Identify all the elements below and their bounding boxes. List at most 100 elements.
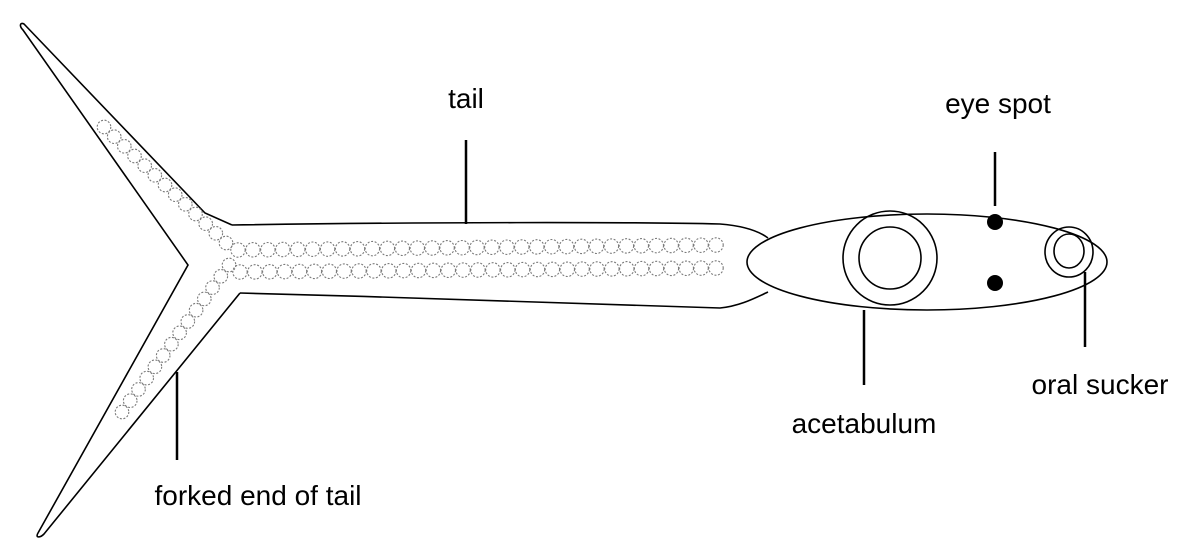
tail-granule xyxy=(306,263,323,280)
tail-granule xyxy=(499,239,515,255)
tail-fork-outline xyxy=(19,22,241,538)
tail-granule xyxy=(425,262,442,279)
tail-granule xyxy=(410,262,427,279)
eye-spot-label: eye spot xyxy=(945,88,1051,119)
tail-granule xyxy=(500,262,516,278)
tail-granule xyxy=(603,238,620,254)
furca-granule xyxy=(139,370,155,386)
furca-granule xyxy=(188,302,204,318)
tail-label: tail xyxy=(448,83,484,114)
tail-granule xyxy=(529,261,546,278)
tail-granule xyxy=(349,241,366,257)
tail-granule xyxy=(648,237,665,254)
furca-granule xyxy=(122,393,138,409)
tail-granule xyxy=(604,261,620,277)
tail-granule xyxy=(336,263,352,279)
furca-granule xyxy=(213,268,229,284)
tail-granule xyxy=(484,239,500,256)
acetabulum-inner xyxy=(858,226,922,290)
furca-granule xyxy=(137,158,153,174)
tail-granule xyxy=(573,238,590,255)
tail-granule xyxy=(708,237,724,253)
tail-granule xyxy=(619,261,635,277)
tail-granule xyxy=(618,238,635,254)
tail-granule xyxy=(559,261,576,278)
furca-granule xyxy=(164,336,179,352)
oral-sucker-label: oral sucker xyxy=(1032,369,1169,400)
tail-granule xyxy=(485,262,501,278)
furca-granule xyxy=(147,359,163,375)
tail-granule xyxy=(276,263,293,280)
furca-granule xyxy=(131,382,146,397)
acetabulum-label: acetabulum xyxy=(792,408,937,439)
tail-granule xyxy=(633,260,650,277)
tail-granule xyxy=(366,263,382,279)
furca-granule xyxy=(172,325,187,341)
tail-granule xyxy=(260,241,276,258)
tail-granule xyxy=(589,261,605,277)
furca-granule xyxy=(106,129,122,145)
tail-granule xyxy=(334,241,351,257)
oral-sucker-inner xyxy=(1053,233,1085,269)
furca-granule xyxy=(205,280,220,295)
tail-granule xyxy=(321,263,338,280)
cercaria-body xyxy=(746,213,1108,311)
tail-granule xyxy=(364,240,381,257)
tail-granules xyxy=(96,119,724,420)
tail-granule xyxy=(232,264,248,280)
tail-granule xyxy=(395,262,412,279)
eye-spot-lower xyxy=(987,275,1003,291)
tail-granule xyxy=(514,261,531,278)
furca-granule xyxy=(127,148,142,164)
furca-granule xyxy=(208,225,224,241)
tail-granule xyxy=(440,262,457,279)
tail-granule xyxy=(275,241,291,258)
furca-granule xyxy=(155,348,171,363)
tail-granule xyxy=(633,238,650,254)
tail-granule xyxy=(558,238,575,255)
tail-stem-outline xyxy=(231,221,769,309)
tail-granule xyxy=(529,239,545,255)
tail-granule xyxy=(543,238,560,255)
furca-granule xyxy=(116,138,132,154)
tail-granule xyxy=(663,260,680,277)
tail-granule xyxy=(455,262,471,278)
tail-granule xyxy=(470,262,486,278)
tail-granule xyxy=(304,241,321,257)
tail-granule xyxy=(394,240,411,257)
tail-granule xyxy=(351,263,367,279)
furca-granule xyxy=(147,167,163,183)
tail-granule xyxy=(678,260,695,277)
furca-granule xyxy=(177,196,193,212)
tail-granule xyxy=(290,241,306,258)
furca-granule xyxy=(198,216,214,232)
tail-granule xyxy=(381,263,397,279)
tail-granule xyxy=(663,237,679,254)
furca-granule xyxy=(167,187,183,203)
forked-end-label: forked end of tail xyxy=(154,480,361,511)
furca-granule xyxy=(180,314,196,329)
tail-granule xyxy=(514,239,530,255)
tail-granule xyxy=(409,240,426,256)
tail-granule xyxy=(678,237,694,254)
acetabulum-outer xyxy=(842,210,938,306)
tail-granule xyxy=(693,237,709,253)
tail-granule xyxy=(245,242,261,258)
furca-granule xyxy=(218,235,234,251)
tail-granule xyxy=(693,260,709,276)
tail-granule xyxy=(262,264,278,280)
tail-granule xyxy=(379,240,396,257)
tail-granule xyxy=(424,240,440,256)
tail-granule xyxy=(648,260,665,277)
furca-granule xyxy=(196,291,212,307)
furca-granule xyxy=(157,177,173,193)
tail-granule xyxy=(574,261,590,277)
eye-spot-upper xyxy=(987,214,1003,230)
furca-granule xyxy=(114,404,130,420)
furca-granule xyxy=(96,119,112,135)
furca-granule xyxy=(188,206,203,222)
tail-granule xyxy=(439,240,455,256)
furca-granule xyxy=(221,257,237,273)
tail-granule xyxy=(544,261,561,278)
